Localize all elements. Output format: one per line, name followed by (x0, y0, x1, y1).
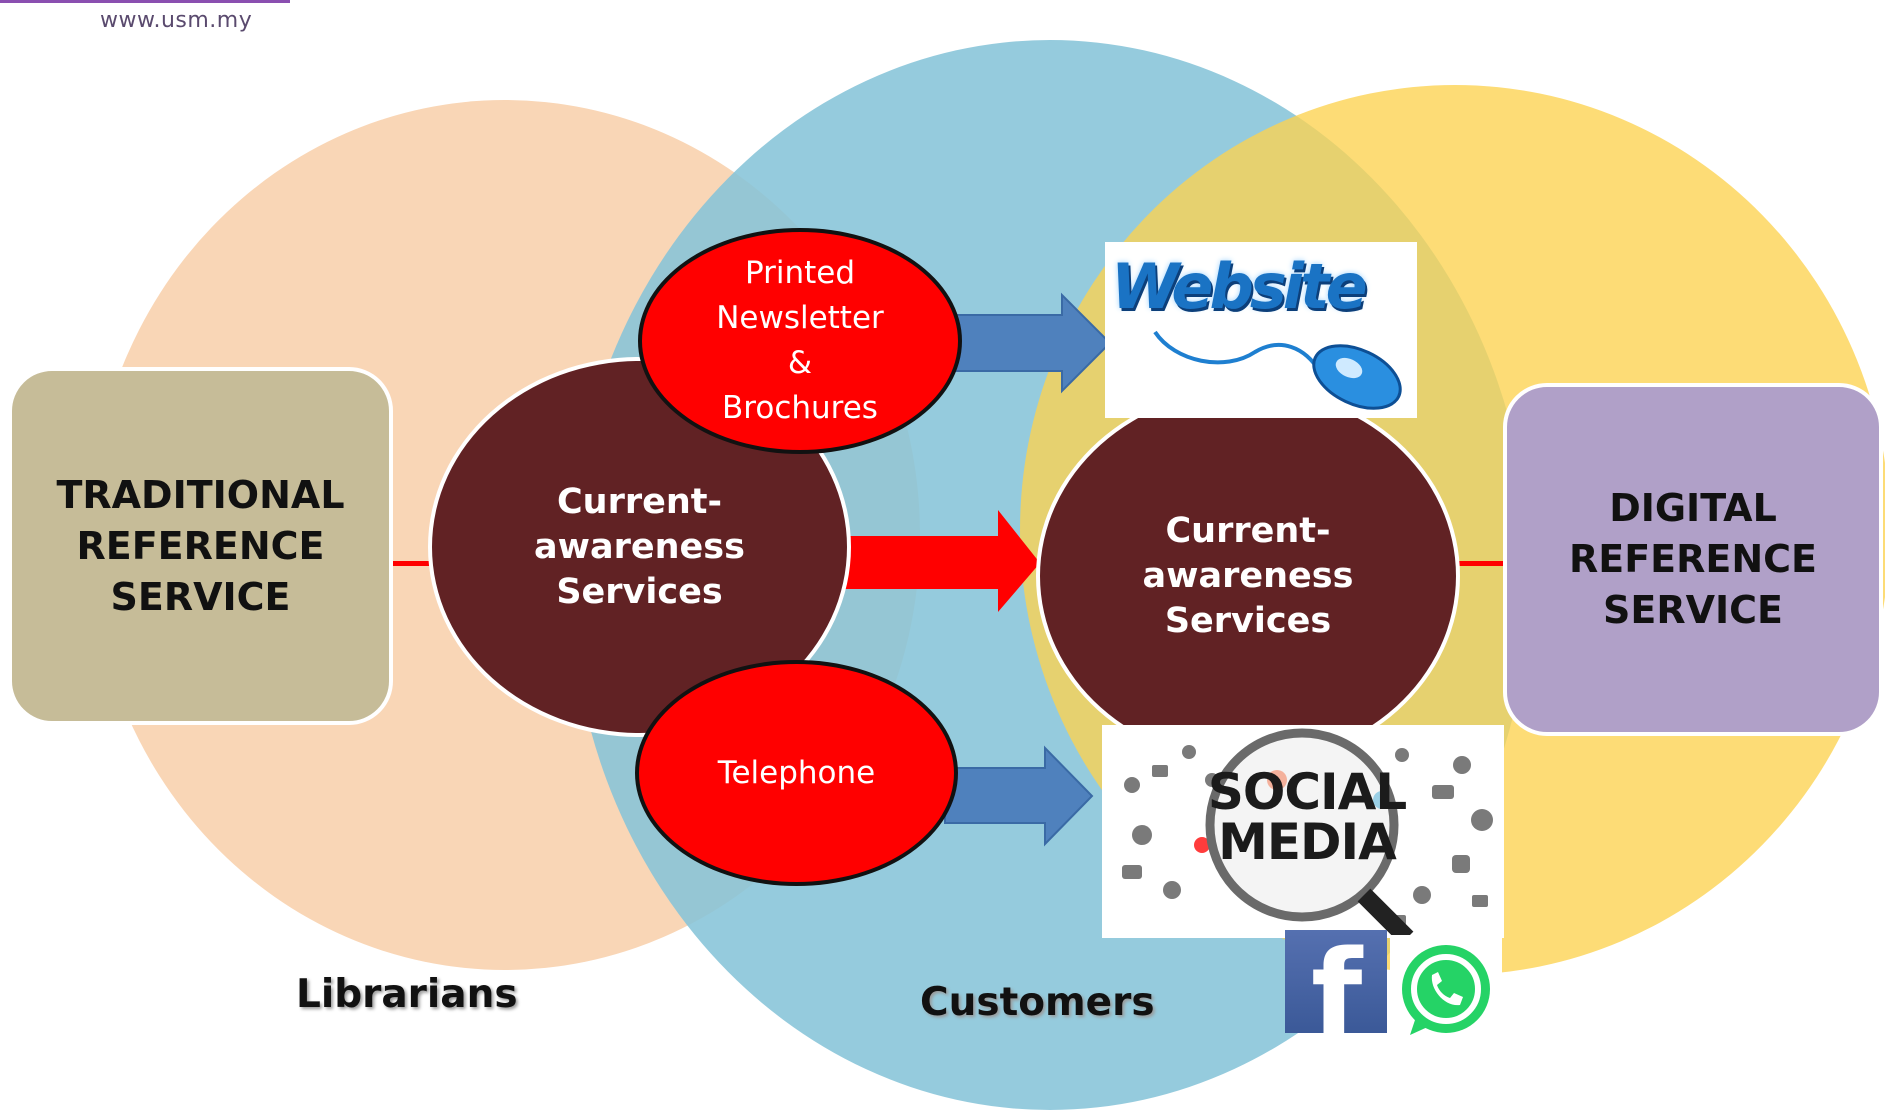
cas-right-line-1: Current- (1165, 510, 1331, 551)
cas-left-line-1: Current- (556, 481, 723, 522)
cas-right-line-3: Services (1164, 600, 1332, 641)
cas-right-line-2: awareness (1142, 555, 1354, 596)
blue-arrow-top (944, 292, 1112, 394)
printed-line-1: Printed (744, 255, 856, 291)
printed-line-3: & (787, 345, 813, 381)
social-line-1: SOCIAL (1207, 763, 1407, 821)
social-line-2: MEDIA (1218, 813, 1397, 871)
digital-line-1: DIGITAL (1609, 486, 1777, 530)
printed-line-4: Brochures (722, 390, 878, 426)
whatsapp-glyph (1402, 945, 1490, 1035)
digital-connector-line (1455, 561, 1505, 566)
telephone-label: Telephone (717, 754, 876, 791)
header-url[interactable]: www.usm.my (100, 8, 253, 33)
digital-reference-box: DIGITAL REFERENCE SERVICE (1503, 383, 1883, 736)
printed-newsletter-oval: Printed Newsletter & Brochures (638, 228, 962, 454)
telephone-oval: Telephone (635, 660, 958, 886)
whatsapp-icon[interactable] (1390, 935, 1502, 1047)
traditional-line-1: TRADITIONAL (56, 472, 345, 517)
facebook-icon[interactable]: f (1285, 930, 1387, 1033)
facebook-letter: f (1311, 930, 1363, 1033)
traditional-connector-line (390, 561, 430, 566)
traditional-line-3: SERVICE (110, 574, 291, 619)
blue-arrow-bottom (944, 745, 1094, 847)
website-card: Website (1105, 242, 1417, 418)
header-accent-bar (0, 0, 290, 3)
social-media-card: SOCIAL MEDIA (1102, 725, 1504, 938)
digital-line-2: REFERENCE (1568, 537, 1817, 581)
cas-left-line-2: awareness (534, 526, 745, 567)
printed-line-2: Newsletter (716, 300, 884, 336)
librarians-label: Librarians (296, 972, 518, 1017)
red-arrow-middle (845, 510, 1040, 612)
digital-line-3: SERVICE (1603, 588, 1783, 632)
traditional-reference-box: TRADITIONAL REFERENCE SERVICE (8, 367, 393, 725)
social-icons-cloud (1122, 728, 1493, 938)
website-wordmark: Website (1111, 250, 1368, 323)
customers-label: Customers (920, 980, 1155, 1025)
mouse-icon (1153, 330, 1402, 410)
traditional-line-2: REFERENCE (76, 523, 325, 568)
cas-right-circle: Current- awareness Services (1036, 386, 1460, 766)
cas-left-line-3: Services (556, 571, 723, 612)
